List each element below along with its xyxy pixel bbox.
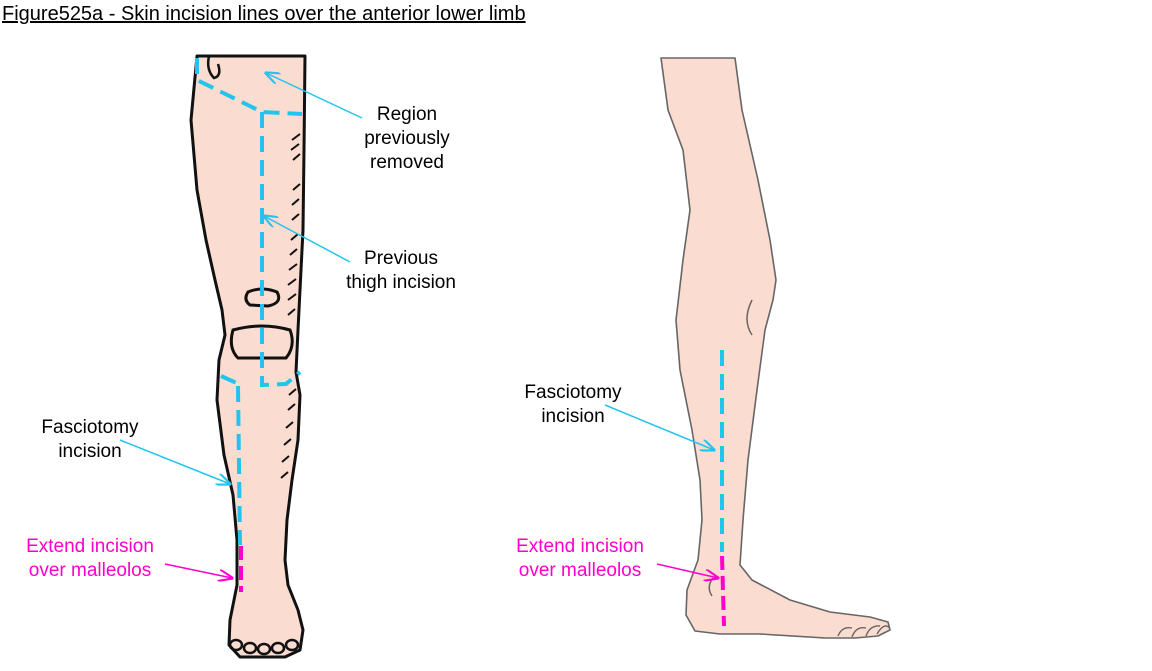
extend-incision-label-left: Extend incision over malleolos bbox=[26, 536, 154, 581]
knee-cross-line bbox=[220, 374, 242, 387]
toes bbox=[228, 638, 300, 656]
fasciotomy-line-left bbox=[236, 385, 242, 546]
arrow-fasciotomy-right bbox=[604, 404, 714, 450]
hatching bbox=[280, 133, 301, 479]
arrow-thigh bbox=[264, 216, 351, 263]
fasciotomy-incision-label-right: Fasciotomy incision bbox=[524, 382, 622, 427]
previous-thigh-incision-label: Previous thigh incision bbox=[346, 248, 456, 293]
left-incisions bbox=[195, 58, 303, 546]
hip-sketch bbox=[206, 55, 221, 80]
fasciotomy-incision-label-left: Fasciotomy incision bbox=[41, 417, 139, 462]
right-toes bbox=[837, 625, 891, 638]
arrow-extend-right bbox=[656, 563, 718, 578]
arrow-fasciotomy-left bbox=[119, 439, 230, 484]
figure-title: Figure525a - Skin incision lines over th… bbox=[2, 3, 526, 25]
extend-incision-line-right bbox=[720, 555, 726, 627]
knee-crease bbox=[746, 299, 753, 336]
removed-region-outline bbox=[195, 58, 303, 116]
right-leg-lateral bbox=[660, 57, 891, 639]
left-leg-anterior bbox=[189, 54, 307, 659]
region-previously-removed-label: Region previously removed bbox=[364, 104, 450, 173]
extend-incision-label-right: Extend incision over malleolos bbox=[516, 536, 644, 581]
right-leg-outline bbox=[660, 57, 891, 639]
arrow-region bbox=[266, 73, 363, 119]
arrow-extend-left bbox=[164, 563, 232, 578]
